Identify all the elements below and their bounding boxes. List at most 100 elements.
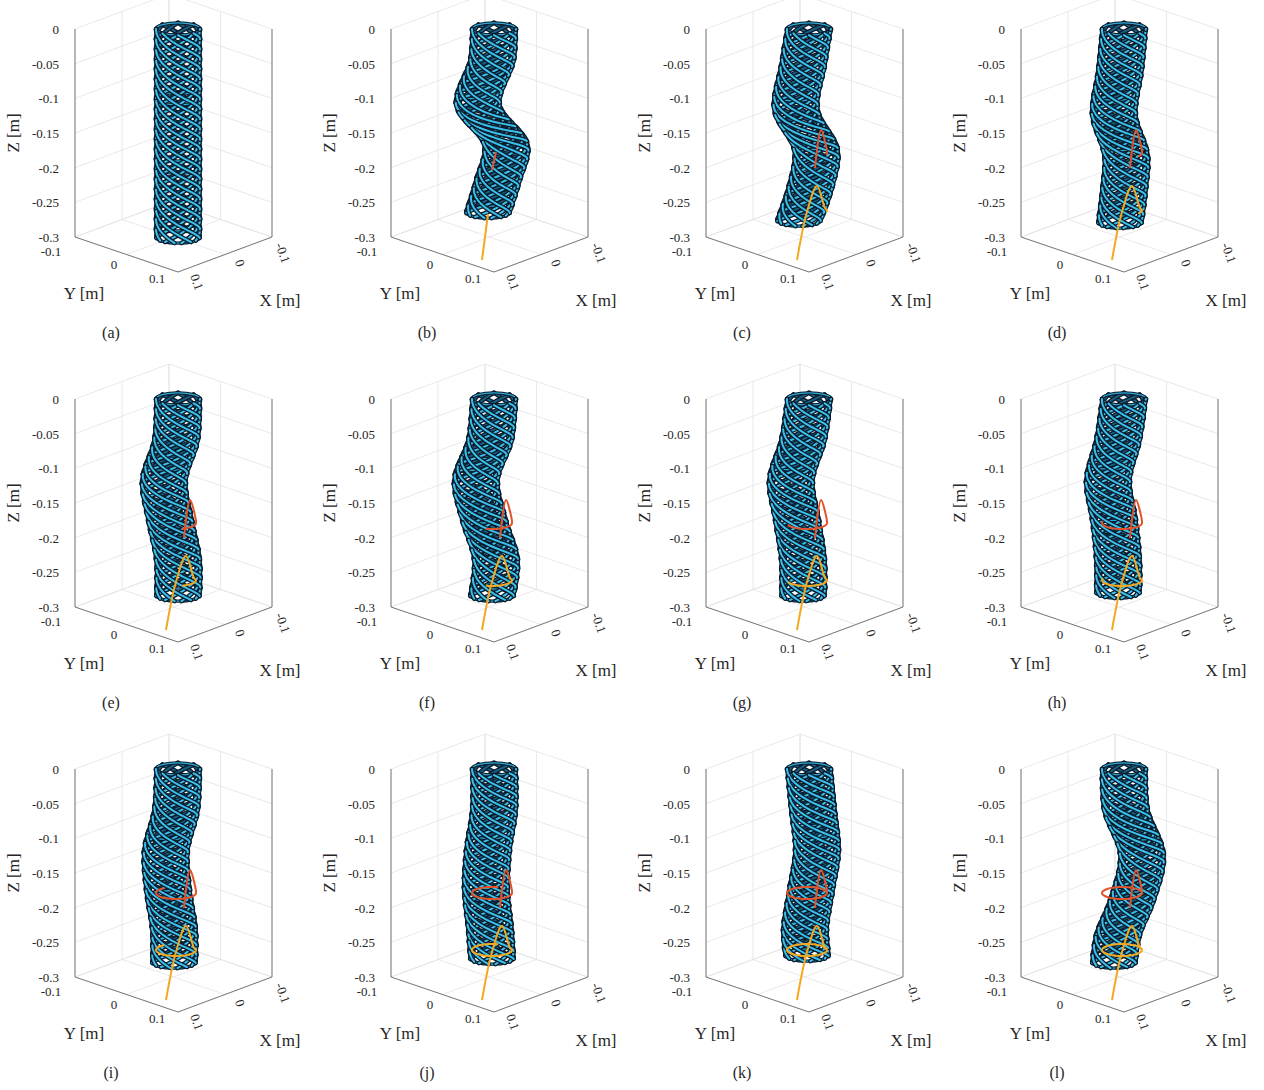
axis-line	[903, 399, 904, 607]
lattice-strand-outline	[476, 179, 509, 213]
lattice-strand	[795, 159, 831, 195]
grid-line	[122, 382, 123, 590]
lattice-strand	[1145, 28, 1147, 31]
axis-line	[1021, 399, 1022, 607]
lattice-strand	[471, 420, 507, 457]
lattice-strand	[476, 179, 509, 213]
lattice-strand	[1097, 133, 1148, 167]
subplot	[1021, 0, 1218, 272]
lattice-strand	[156, 219, 175, 243]
grid-line	[851, 12, 852, 220]
lattice-strand	[785, 419, 821, 455]
lattice-strand	[471, 196, 485, 218]
axis-line	[272, 769, 273, 977]
lattice-strand	[787, 399, 826, 437]
axis-line	[1218, 399, 1219, 607]
lattice-strand-outline	[473, 578, 489, 601]
grid-line	[438, 220, 541, 255]
lattice-strand-outline	[472, 39, 509, 76]
lattice-strand-outline	[1099, 419, 1136, 455]
lattice-strand	[510, 33, 516, 38]
lattice-strand	[152, 447, 186, 483]
lattice-strand-outline	[468, 206, 470, 216]
axis-line	[1124, 607, 1218, 642]
grid-line	[1124, 237, 1218, 272]
lattice-strand-outline	[776, 457, 814, 493]
lattice-strand-outline	[783, 204, 796, 226]
lattice-strand	[484, 152, 518, 187]
lattice-strand-outline	[156, 211, 191, 242]
grid-line	[494, 607, 588, 642]
axis-line	[75, 769, 76, 977]
grid-line	[1021, 607, 1124, 642]
lattice-strand-outline	[513, 397, 518, 402]
lattice-strand	[789, 187, 821, 221]
grid-line	[122, 12, 123, 220]
grid-line	[122, 752, 123, 960]
lattice-strand-outline	[779, 214, 781, 224]
axis-line	[1021, 607, 1124, 642]
lattice-strand	[465, 448, 497, 484]
lattice-strand	[783, 429, 817, 465]
grid-line	[220, 382, 221, 590]
lattice-strand-outline	[194, 403, 200, 408]
lattice-strand-outline	[470, 430, 503, 466]
lattice-strand	[149, 457, 187, 493]
lattice-strand-outline	[156, 219, 175, 243]
lattice-strand-outline	[1092, 456, 1131, 492]
lattice-strand-outline	[198, 27, 203, 32]
grid-line	[1218, 29, 1219, 237]
mid-trajectory	[815, 130, 827, 168]
lattice-strand-outline	[785, 419, 821, 455]
grid-line	[75, 607, 178, 642]
lattice-strand-outline	[825, 403, 830, 408]
lattice-strand	[785, 133, 837, 167]
axis-line	[588, 399, 589, 607]
lattice-strand	[782, 59, 818, 96]
lattice-strand	[1101, 409, 1139, 446]
grid-line	[706, 237, 809, 272]
lattice-strand	[510, 403, 516, 409]
lattice-strand	[194, 403, 200, 408]
grid-line	[809, 237, 903, 272]
lattice-strand-outline	[1140, 33, 1146, 38]
lattice-strand-outline	[779, 447, 813, 483]
axis-line	[178, 607, 272, 642]
lattice-strand	[1099, 419, 1136, 455]
tip-trajectory	[1112, 186, 1142, 260]
lattice-strand-outline	[1100, 205, 1116, 228]
grid-line	[536, 382, 537, 590]
lattice-strand	[784, 49, 821, 86]
grid-line	[75, 977, 178, 1012]
mid-trajectory	[182, 500, 196, 538]
lattice-strand-outline	[484, 152, 518, 187]
lattice-strand	[825, 33, 830, 38]
mid-trajectory	[1130, 130, 1142, 168]
axis-line	[75, 607, 178, 642]
lattice-strand	[145, 504, 197, 539]
lattice-strand	[825, 403, 830, 408]
lattice-strand-outline	[155, 429, 190, 465]
lattice-strand	[156, 141, 200, 179]
grid-line	[1021, 237, 1124, 272]
grid-line	[391, 29, 392, 237]
lattice-strand	[779, 214, 781, 224]
grid-line	[178, 607, 272, 642]
grid-line	[220, 12, 221, 220]
grid-line	[391, 237, 494, 272]
axis-line	[706, 607, 809, 642]
lattice-strand-outline	[149, 457, 187, 493]
axis-line	[494, 607, 588, 642]
lattice-strand-outline	[198, 397, 203, 402]
mid-trajectory	[486, 500, 512, 538]
axis-line	[75, 399, 76, 607]
axis-line	[494, 237, 588, 272]
lattice-strand	[155, 429, 190, 465]
axis-line	[706, 29, 707, 237]
grid-line	[809, 607, 903, 642]
grid-line	[851, 382, 852, 590]
grid-line	[494, 237, 588, 272]
axis-line	[903, 29, 904, 237]
tip-trajectory	[482, 214, 488, 260]
